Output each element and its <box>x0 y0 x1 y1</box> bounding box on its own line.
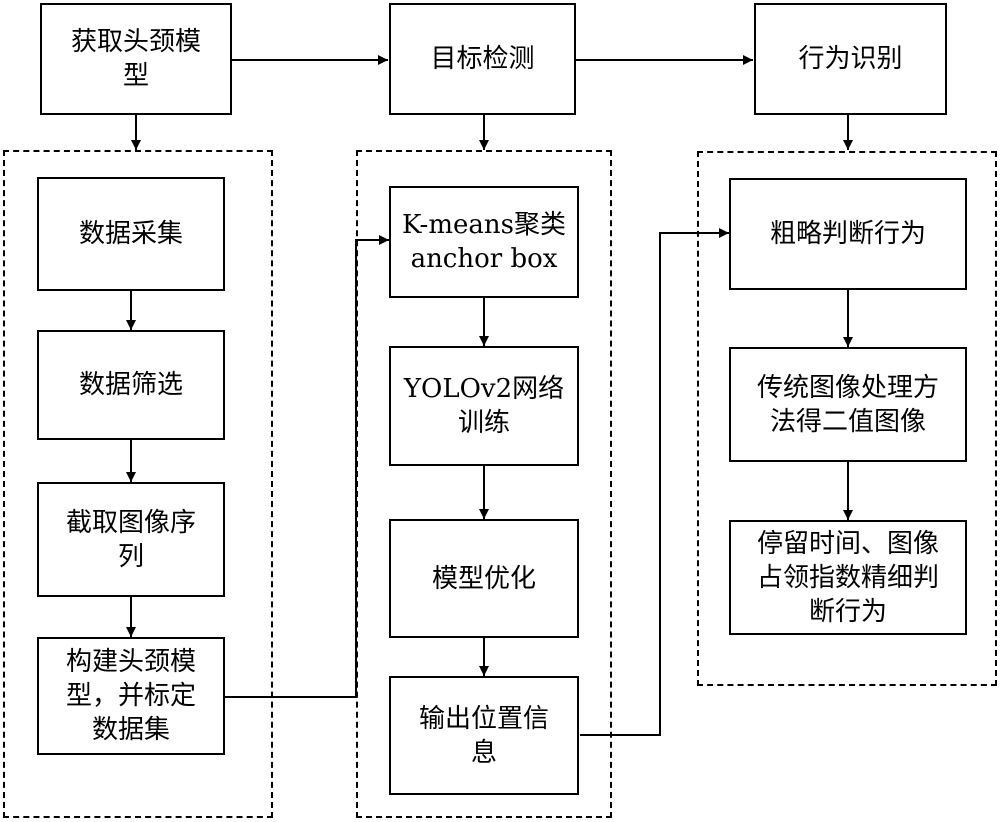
group-right <box>697 151 997 686</box>
stage-detect-box: 目标检测 <box>389 3 576 115</box>
right-step-1: 粗略判断行为 <box>729 178 967 290</box>
mid-step-4-label: 输出位置信 息 <box>418 703 549 768</box>
stage-model-box: 获取头颈模 型 <box>40 3 232 115</box>
stage-recog-box: 行为识别 <box>754 3 947 115</box>
stage-detect-label: 目标检测 <box>430 44 535 74</box>
group-left <box>3 150 273 818</box>
left-step-2-label: 数据筛选 <box>78 370 183 400</box>
group-middle <box>356 150 612 818</box>
left-step-4: 构建头颈模 型，并标定 数据集 <box>37 637 225 755</box>
right-step-2: 传统图像处理方 法得二值图像 <box>729 347 967 462</box>
right-step-3-label: 停留时间、图像 占领指数精细判 断行为 <box>756 528 939 627</box>
left-step-3: 截取图像序 列 <box>37 482 225 597</box>
left-step-1: 数据采集 <box>37 177 225 291</box>
arrow-mid4-to-right1 <box>580 228 729 736</box>
left-step-1-label: 数据采集 <box>78 219 183 249</box>
left-step-3-label: 截取图像序 列 <box>65 507 196 572</box>
mid-step-1: K-means聚类 anchor box <box>389 186 579 298</box>
left-step-2: 数据筛选 <box>37 330 225 440</box>
mid-step-2: YOLOv2网络 训练 <box>389 346 579 466</box>
mid-step-1-label: K-means聚类 anchor box <box>402 210 566 274</box>
stage-recog-label: 行为识别 <box>798 44 903 74</box>
mid-step-3: 模型优化 <box>389 519 579 638</box>
right-step-3: 停留时间、图像 占领指数精细判 断行为 <box>729 520 967 635</box>
mid-step-2-label: YOLOv2网络 训练 <box>403 374 565 438</box>
stage-model-label: 获取头颈模 型 <box>70 27 201 91</box>
left-step-4-label: 构建头颈模 型，并标定 数据集 <box>65 647 196 745</box>
right-step-2-label: 传统图像处理方 法得二值图像 <box>756 372 939 437</box>
mid-step-4: 输出位置信 息 <box>389 676 579 795</box>
mid-step-3-label: 模型优化 <box>431 563 536 594</box>
right-step-1-label: 粗略判断行为 <box>769 219 926 249</box>
